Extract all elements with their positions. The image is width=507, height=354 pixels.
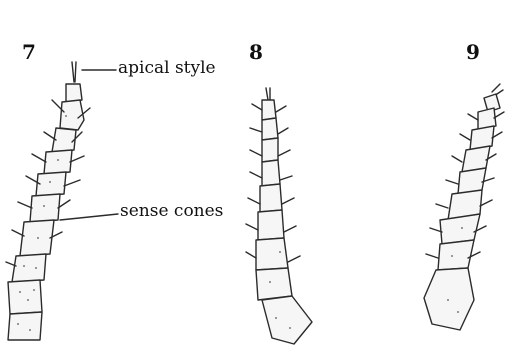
apical-style: [72, 62, 76, 82]
antenna-figure-9: [424, 84, 504, 330]
sense-cones-leader: [60, 214, 118, 220]
antenna-figure-8: [246, 88, 312, 344]
antenna-figure-7: [6, 62, 118, 340]
